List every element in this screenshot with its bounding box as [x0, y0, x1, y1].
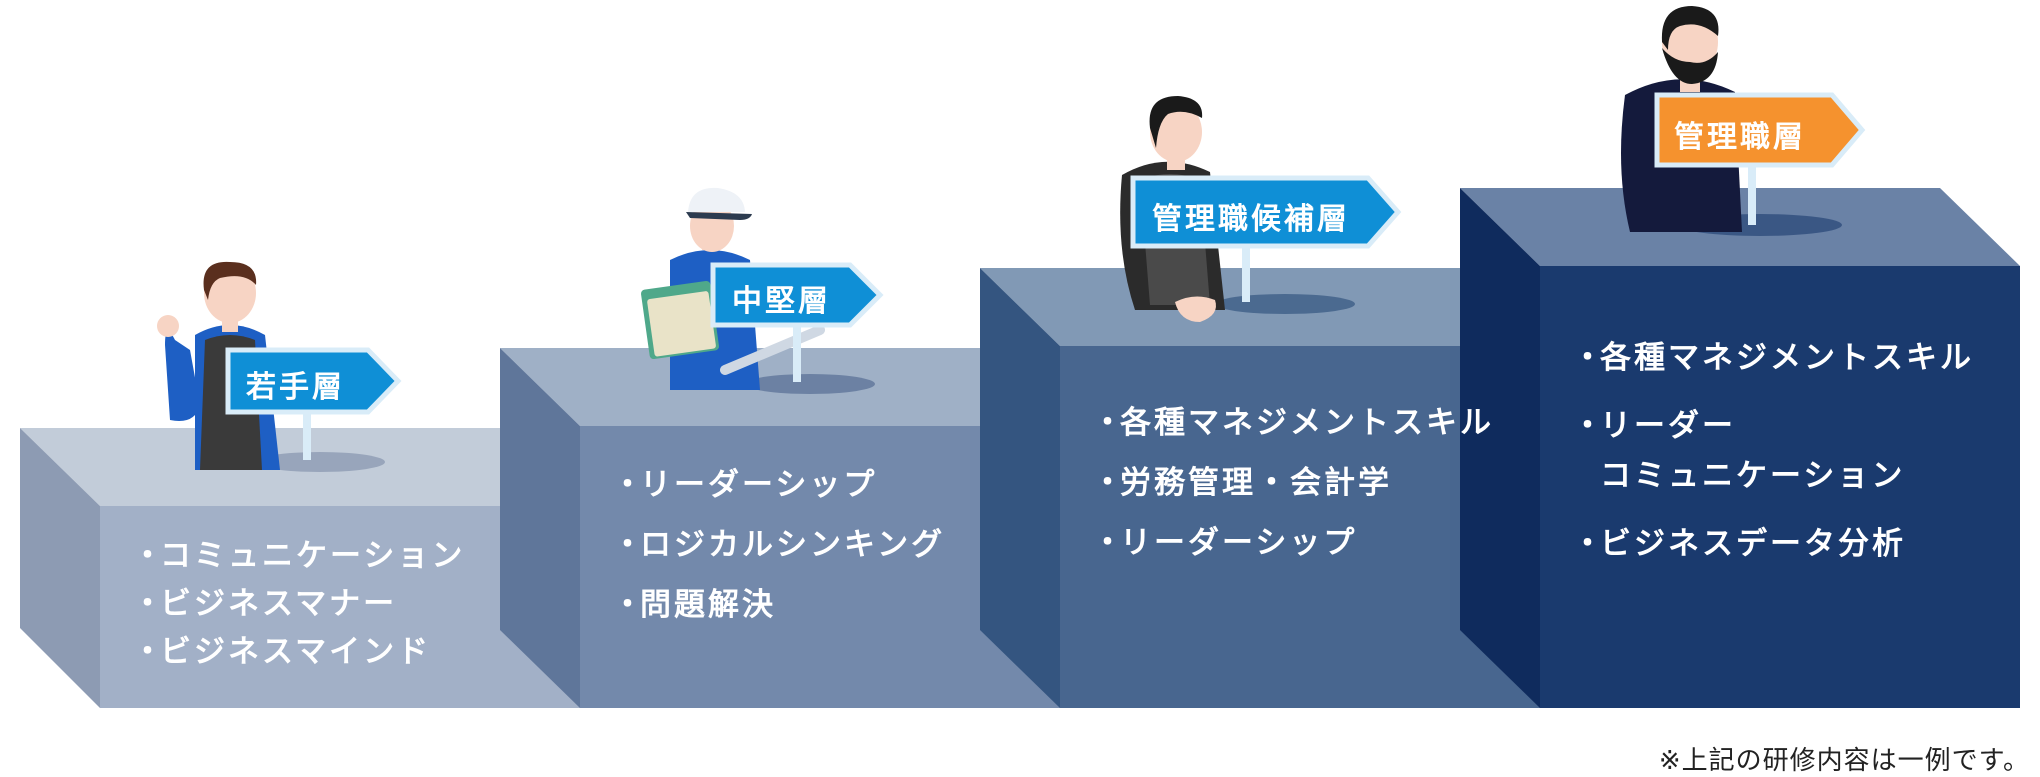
list-item: ・労務管理・会計学: [1092, 453, 1494, 513]
list-item: ・リーダーシップ: [1092, 513, 1494, 573]
sign-label-candidate: 管理職候補層: [1152, 202, 1350, 237]
step-1-skill-list: ・コミュニケーション ・ビジネスマナー ・ビジネスマインド: [132, 532, 465, 676]
step-4-front: [1540, 266, 2020, 708]
sign-label-junior: 若手層: [246, 370, 345, 405]
sign-2-shape: [710, 262, 884, 328]
sign-1-shape: [225, 347, 402, 415]
step-1-side: [20, 428, 100, 708]
sign-4-shape: [1654, 92, 1866, 168]
sign-label-manager: 管理職層: [1674, 120, 1806, 155]
bullet: ・: [1092, 465, 1126, 501]
bullet: ・: [1092, 525, 1126, 561]
sign-post-1: [303, 400, 311, 460]
step-3-skill-list: ・各種マネジメントスキル ・労務管理・会計学 ・リーダーシップ: [1092, 393, 1494, 573]
list-item: ・各種マネジメントスキル: [1092, 393, 1494, 453]
list-item: ・リーダーシップ: [612, 455, 945, 515]
list-item: ・ビジネスマナー: [132, 580, 465, 628]
sign-label-mid: 中堅層: [732, 284, 831, 319]
sign-post-4: [1748, 155, 1756, 225]
bullet: ・: [132, 634, 166, 670]
bullet: ・: [132, 586, 166, 622]
bullet: ・: [1572, 408, 1606, 444]
step-4-block: [1460, 188, 2020, 708]
bullet: ・: [132, 538, 166, 574]
step-4-skill-list: ・各種マネジメントスキル ・リーダー コミュニケーション ・ビジネスデータ分析: [1572, 333, 1974, 569]
sign-post-2: [793, 322, 801, 382]
bullet: ・: [1572, 526, 1606, 562]
bullet: ・: [1572, 340, 1606, 376]
sign-post-3: [1242, 240, 1250, 302]
list-item: ・ビジネスマインド: [132, 628, 465, 676]
sign-3-shape: [1130, 175, 1402, 249]
list-item-continuation: コミュニケーション: [1600, 458, 1906, 494]
list-item: ・問題解決: [612, 575, 945, 635]
bullet: ・: [1092, 405, 1126, 441]
step-4-side: [1460, 188, 1540, 708]
bullet: ・: [612, 467, 646, 503]
bullet: ・: [612, 527, 646, 563]
footnote: ※上記の研修内容は一例です。: [1658, 746, 2030, 776]
bullet: ・: [612, 587, 646, 623]
list-item: ・ビジネスデータ分析: [1572, 519, 1974, 569]
list-item: ・リーダー: [1572, 401, 1974, 451]
list-item: ・各種マネジメントスキル: [1572, 333, 1974, 383]
step-2-skill-list: ・リーダーシップ ・ロジカルシンキング ・問題解決: [612, 455, 945, 635]
list-item: ・コミュニケーション: [132, 532, 465, 580]
list-item: ・ロジカルシンキング: [612, 515, 945, 575]
step-3-side: [980, 268, 1060, 708]
step-2-side: [500, 348, 580, 708]
